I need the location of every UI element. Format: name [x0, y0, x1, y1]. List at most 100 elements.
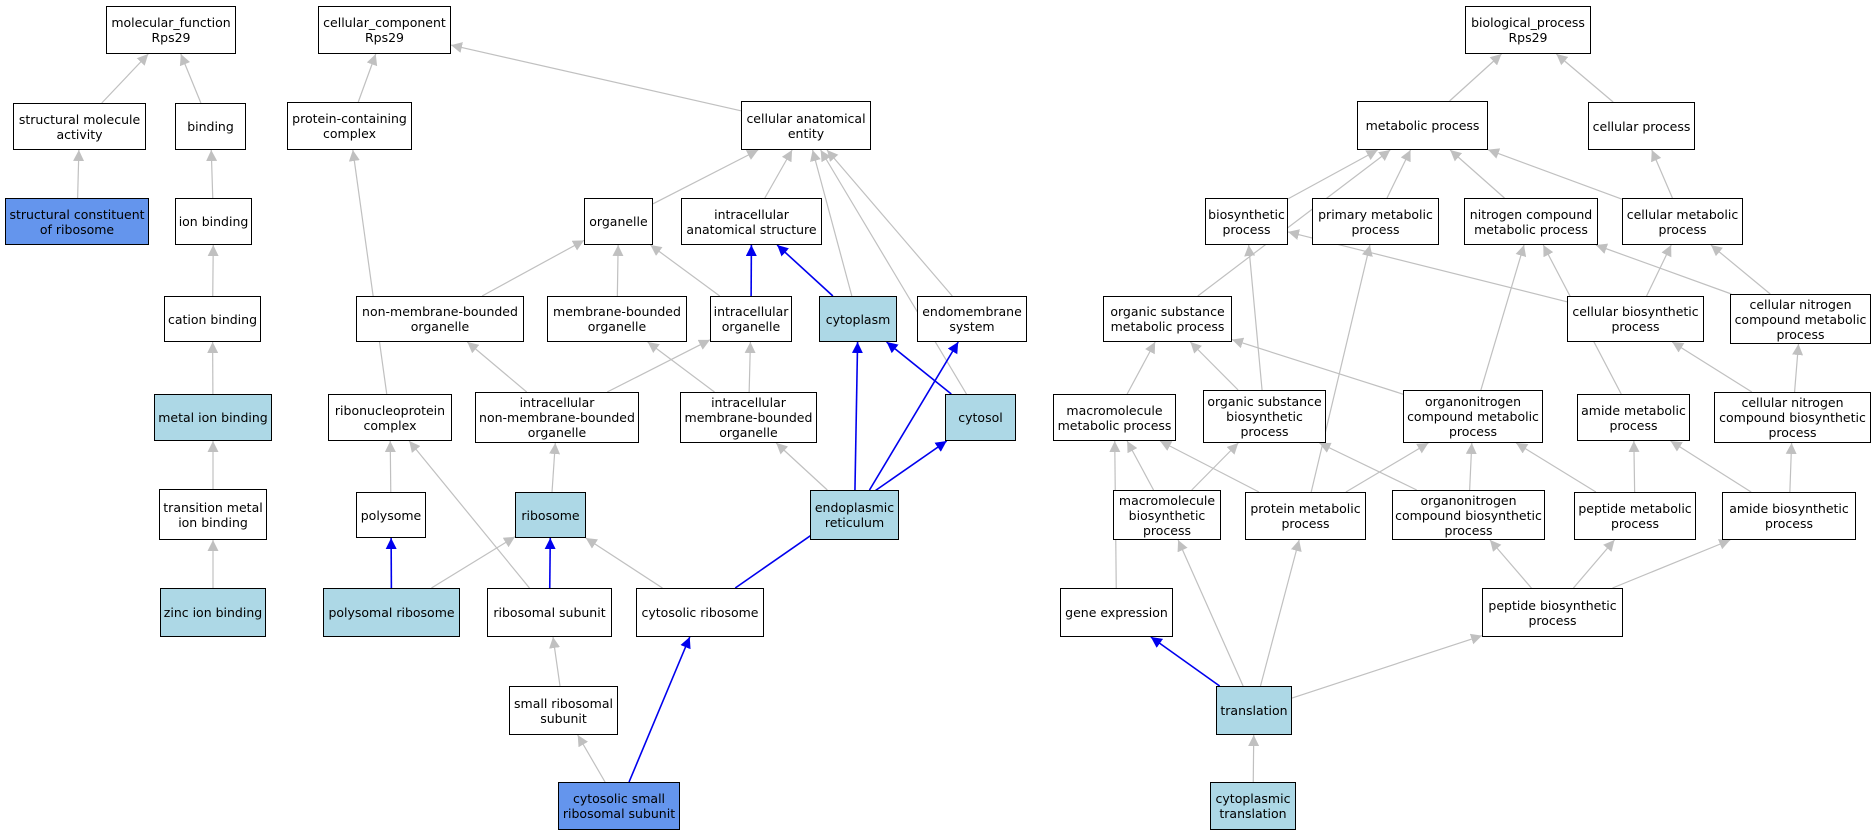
node-label: organic substance metabolic process: [1110, 304, 1225, 334]
node-cation-binding: cation binding: [164, 296, 261, 342]
node-metal-ion-binding: metal ion binding: [154, 394, 272, 441]
edge-cytoplasm-to-intracellular_anatomical_structure: [776, 244, 834, 297]
node-label: ion binding: [178, 214, 249, 229]
edge-organonitrogen_compound_biosynthetic_process-to-organic_substance_biosynthetic_process: [1319, 442, 1417, 491]
edge-ribosome-to-intracellular_non_membrane_bounded_organelle: [549, 442, 561, 493]
node-label: cellular_component Rps29: [323, 15, 446, 45]
node-label: biosynthetic process: [1208, 206, 1285, 237]
node-membrane-bounded-organelle: membrane-bounded organelle: [547, 296, 687, 342]
node-label: cellular nitrogen compound metabolic pro…: [1734, 296, 1867, 342]
edge-membrane_bounded_organelle-to-organelle: [612, 244, 624, 297]
node-label: organonitrogen compound metabolic proces…: [1407, 394, 1539, 439]
edge-organonitrogen_compound_metabolic_process-to-organic_substance_metabolic_process: [1231, 337, 1404, 395]
node-transition-metal-ion-binding: transition metal ion binding: [159, 489, 267, 540]
node-amide-metabolic-process: amide metabolic process: [1577, 394, 1690, 441]
node-label: ribosome: [521, 507, 580, 523]
node-ribosome: ribosome: [515, 492, 586, 538]
edge-cellular_nitrogen_compound_metabolic_process-to-cellular_metabolic_process: [1710, 244, 1771, 295]
edge-organic_substance_metabolic_process-to-metabolic_process: [1197, 149, 1391, 297]
node-label: cytoplasmic translation: [1215, 791, 1291, 821]
edge-protein_metabolic_process-to-macromolecule_metabolic_process: [1159, 440, 1260, 493]
node-label: nitrogen compound metabolic process: [1469, 206, 1593, 237]
edge-ribosomal_subunit-to-ribonucleoprotein_complex: [408, 440, 530, 589]
node-ribosomal-subunit: ribosomal subunit: [487, 588, 612, 637]
node-gene-expression: gene expression: [1060, 588, 1173, 637]
node-non-membrane-bounded-organelle: non-membrane-bounded organelle: [356, 296, 524, 342]
node-organonitrogen-compound-biosynthetic-process: organonitrogen compound biosynthetic pro…: [1392, 490, 1545, 540]
node-label: translation: [1220, 703, 1288, 718]
edge-ribosomal_subunit-to-ribosome: [544, 537, 556, 589]
edge-intracellular_non_membrane_bounded_organelle-to-non_membrane_bounded_organelle: [466, 341, 528, 393]
node-label: organic substance biosynthetic process: [1207, 394, 1322, 439]
edge-macromolecule_biosynthetic_process-to-organic_substance_biosynthetic_process: [1191, 442, 1239, 491]
node-mf-root: molecular_function Rps29: [106, 6, 236, 54]
node-label: intracellular non-membrane-bounded organ…: [479, 395, 635, 440]
node-primary-metabolic-process: primary metabolic process: [1312, 198, 1439, 245]
node-organelle: organelle: [584, 198, 653, 245]
edge-cellular_nitrogen_compound_biosynthetic_process-to-cellular_biosynthetic_process: [1671, 341, 1753, 393]
edge-organelle-to-cellular_anatomical_entity: [652, 149, 759, 205]
node-cellular-nitrogen-compound-biosynthetic-process: cellular nitrogen compound biosynthetic …: [1714, 392, 1871, 443]
edge-cellular_metabolic_process-to-cellular_process: [1651, 149, 1673, 199]
edge-cellular_biosynthetic_process-to-cellular_metabolic_process: [1646, 244, 1672, 297]
edge-cellular_nitrogen_compound_metabolic_process-to-nitrogen_compound_metabolic_process: [1595, 243, 1732, 295]
node-ribonucleoprotein-complex: ribonucleoprotein complex: [328, 394, 452, 441]
node-label: cellular anatomical entity: [746, 110, 866, 141]
node-label: molecular_function Rps29: [111, 15, 231, 45]
node-organic-substance-biosynthetic-process: organic substance biosynthetic process: [1203, 390, 1326, 443]
edge-structural_molecule_activity-to-mf_root: [101, 53, 149, 104]
node-intracellular-non-membrane-bounded-organelle: intracellular non-membrane-bounded organ…: [475, 392, 639, 443]
edge-cation_binding-to-ion_binding: [207, 244, 219, 297]
edge-biosynthetic_process-to-metabolic_process: [1287, 149, 1378, 200]
edge-endoplasmic_reticulum-to-intracellular_membrane_bounded_organelle: [775, 442, 828, 491]
node-label: cellular nitrogen compound biosynthetic …: [1719, 395, 1866, 440]
edge-cytosolic_small_ribosomal_subunit-to-small_ribosomal_subunit: [577, 734, 606, 783]
node-label: zinc ion binding: [163, 605, 263, 620]
edge-cytosol-to-cytoplasm: [886, 341, 952, 395]
edge-translation-to-protein_metabolic_process: [1259, 539, 1302, 687]
edge-polysome-to-ribonucleoprotein_complex: [384, 440, 396, 493]
edge-amide_biosynthetic_process-to-amide_metabolic_process: [1670, 440, 1752, 493]
node-label: cytosol: [958, 410, 1003, 425]
node-label: metal ion binding: [158, 410, 268, 425]
node-label: binding: [187, 119, 234, 134]
edge-intracellular_membrane_bounded_organelle-to-membrane_bounded_organelle: [647, 341, 715, 393]
edge-cytoplasm-to-cellular_anatomical_entity: [810, 149, 853, 297]
node-cytosolic-ribosome: cytosolic ribosome: [636, 588, 764, 637]
edge-structural_constituent_ribosome-to-structural_molecule_activity: [73, 149, 85, 199]
edge-organic_substance_biosynthetic_process-to-biosynthetic_process: [1244, 244, 1263, 391]
node-label: ribonucleoprotein complex: [334, 402, 446, 433]
edge-organonitrogen_compound_metabolic_process-to-nitrogen_compound_metabolic_process: [1480, 244, 1527, 391]
node-endomembrane-system: endomembrane system: [917, 296, 1027, 342]
node-cytosol: cytosol: [945, 394, 1016, 441]
node-label: protein metabolic process: [1250, 501, 1361, 531]
node-endoplasmic-reticulum: endoplasmic reticulum: [810, 490, 899, 540]
node-label: cellular metabolic process: [1626, 206, 1739, 237]
edge-organonitrogen_compound_biosynthetic_process-to-organonitrogen_compound_metabolic_process: [1465, 442, 1477, 491]
node-nitrogen-compound-metabolic-process: nitrogen compound metabolic process: [1464, 198, 1598, 245]
node-label: amide biosynthetic process: [1729, 501, 1849, 531]
node-biosynthetic-process: biosynthetic process: [1205, 198, 1288, 245]
node-label: cellular process: [1592, 118, 1691, 134]
node-intracellular-organelle: intracellular organelle: [710, 296, 792, 342]
node-label: polysomal ribosome: [328, 605, 455, 620]
node-label: amide metabolic process: [1581, 402, 1686, 433]
edge-nitrogen_compound_metabolic_process-to-metabolic_process: [1449, 149, 1505, 199]
node-amide-biosynthetic-process: amide biosynthetic process: [1722, 492, 1856, 540]
node-intracellular-anatomical-structure: intracellular anatomical structure: [681, 198, 822, 245]
edge-non_membrane_bounded_organelle-to-organelle: [481, 239, 585, 297]
node-cellular-metabolic-process: cellular metabolic process: [1622, 198, 1743, 245]
node-label: protein-containing complex: [292, 111, 407, 141]
node-label: cytoplasm: [825, 311, 891, 327]
node-protein-containing-complex: protein-containing complex: [287, 102, 412, 150]
node-macromolecule-metabolic-process: macromolecule metabolic process: [1053, 394, 1176, 441]
edge-intracellular_organelle-to-organelle: [650, 244, 721, 297]
edge-ribonucleoprotein_complex-to-protein_containing_complex: [348, 149, 388, 395]
edge-cellular_nitrogen_compound_biosynthetic_process-to-cellular_nitrogen_compound_metabolic_process: [1792, 343, 1804, 393]
edge-protein_containing_complex-to-cc_root: [357, 53, 378, 103]
node-structural-molecule-activity: structural molecule activity: [13, 103, 146, 150]
node-cytoplasm: cytoplasm: [819, 296, 897, 342]
edge-endoplasmic_reticulum-to-cytoplasm: [851, 341, 863, 491]
edge-cellular_process-to-bp_root: [1555, 53, 1614, 103]
